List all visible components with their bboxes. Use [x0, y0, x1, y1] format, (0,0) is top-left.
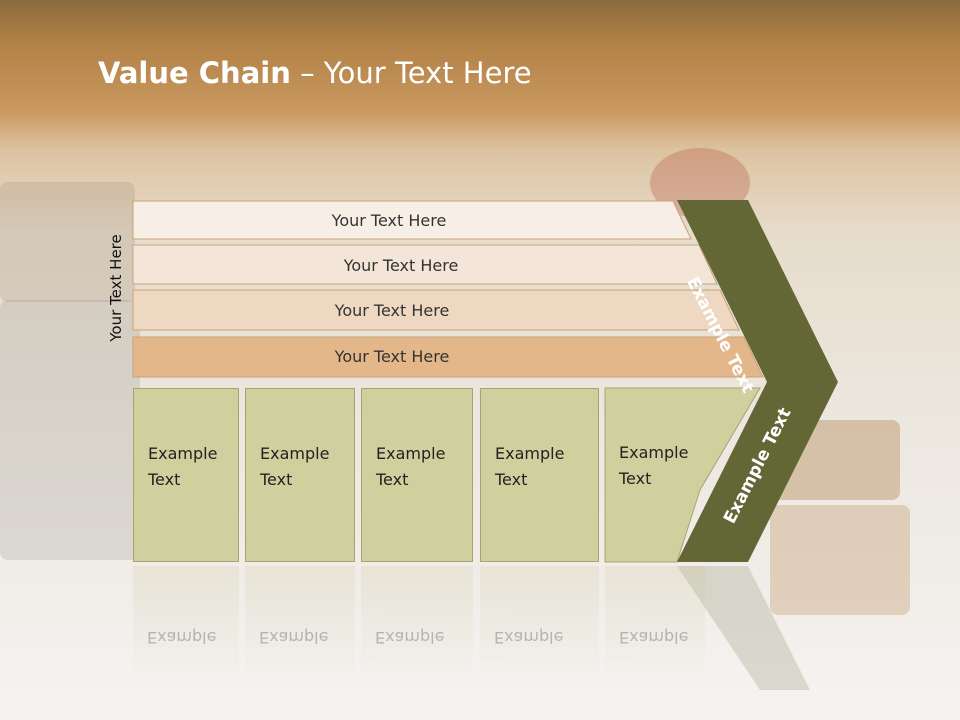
chevron-shape	[677, 200, 838, 562]
cell-2-line2: Text	[260, 470, 293, 489]
chevron-reflection	[677, 566, 810, 690]
cell-1-reflection: Example	[133, 566, 239, 686]
background-book-right-2	[770, 505, 910, 615]
cell-4: Example Text	[480, 388, 599, 562]
cell-2-reflection-text: Example	[259, 628, 329, 647]
cell-2: Example Text	[245, 388, 355, 562]
band-shape-3	[132, 289, 740, 331]
band-label-4: Your Text Here	[334, 346, 450, 366]
cell-3-reflection: Example	[361, 566, 473, 686]
cell-2-reflection: Example	[245, 566, 355, 686]
cell-4-reflection: Example	[480, 566, 599, 686]
cell-1-reflection-text: Example	[147, 628, 217, 647]
band-shape-2	[132, 244, 718, 285]
cell-5: Example Text	[605, 388, 705, 562]
cell-1-line2: Text	[148, 470, 181, 489]
cell-3-line2: Text	[376, 470, 409, 489]
band-shape-4	[132, 336, 764, 378]
band-1: Your Text Here	[133, 201, 693, 239]
band-4: Your Text Here	[133, 337, 699, 375]
cell-5-reflection: Example	[605, 566, 705, 686]
band-label-2: Your Text Here	[343, 255, 459, 275]
cell-1: Example Text	[133, 388, 239, 562]
cell-4-line2: Text	[495, 470, 528, 489]
slide-title: Value Chain – Your Text Here	[98, 56, 532, 90]
cell-3: Example Text	[361, 388, 473, 562]
cell-4-line1: Example	[495, 444, 565, 463]
background-book-left	[0, 182, 135, 302]
band-shape-1	[132, 200, 692, 240]
cell-5-reflection-text: Example	[619, 628, 689, 647]
cell-shape-5	[604, 387, 761, 563]
cell-4-reflection-text: Example	[494, 628, 564, 647]
background-book-stack	[0, 300, 140, 560]
cell-3-reflection-text: Example	[375, 628, 445, 647]
cell-2-line1: Example	[260, 444, 330, 463]
title-bold: Value Chain	[98, 56, 291, 90]
cell-5-line2: Text	[619, 469, 652, 488]
band-label-1: Your Text Here	[331, 210, 447, 230]
band-label-3: Your Text Here	[334, 300, 450, 320]
band-2: Your Text Here	[133, 246, 717, 284]
cell-3-line1: Example	[376, 444, 446, 463]
cell-1-line1: Example	[148, 444, 218, 463]
band-3: Your Text Here	[133, 291, 699, 329]
cell-5-line1: Example	[619, 443, 689, 462]
title-rest: – Your Text Here	[290, 56, 532, 90]
